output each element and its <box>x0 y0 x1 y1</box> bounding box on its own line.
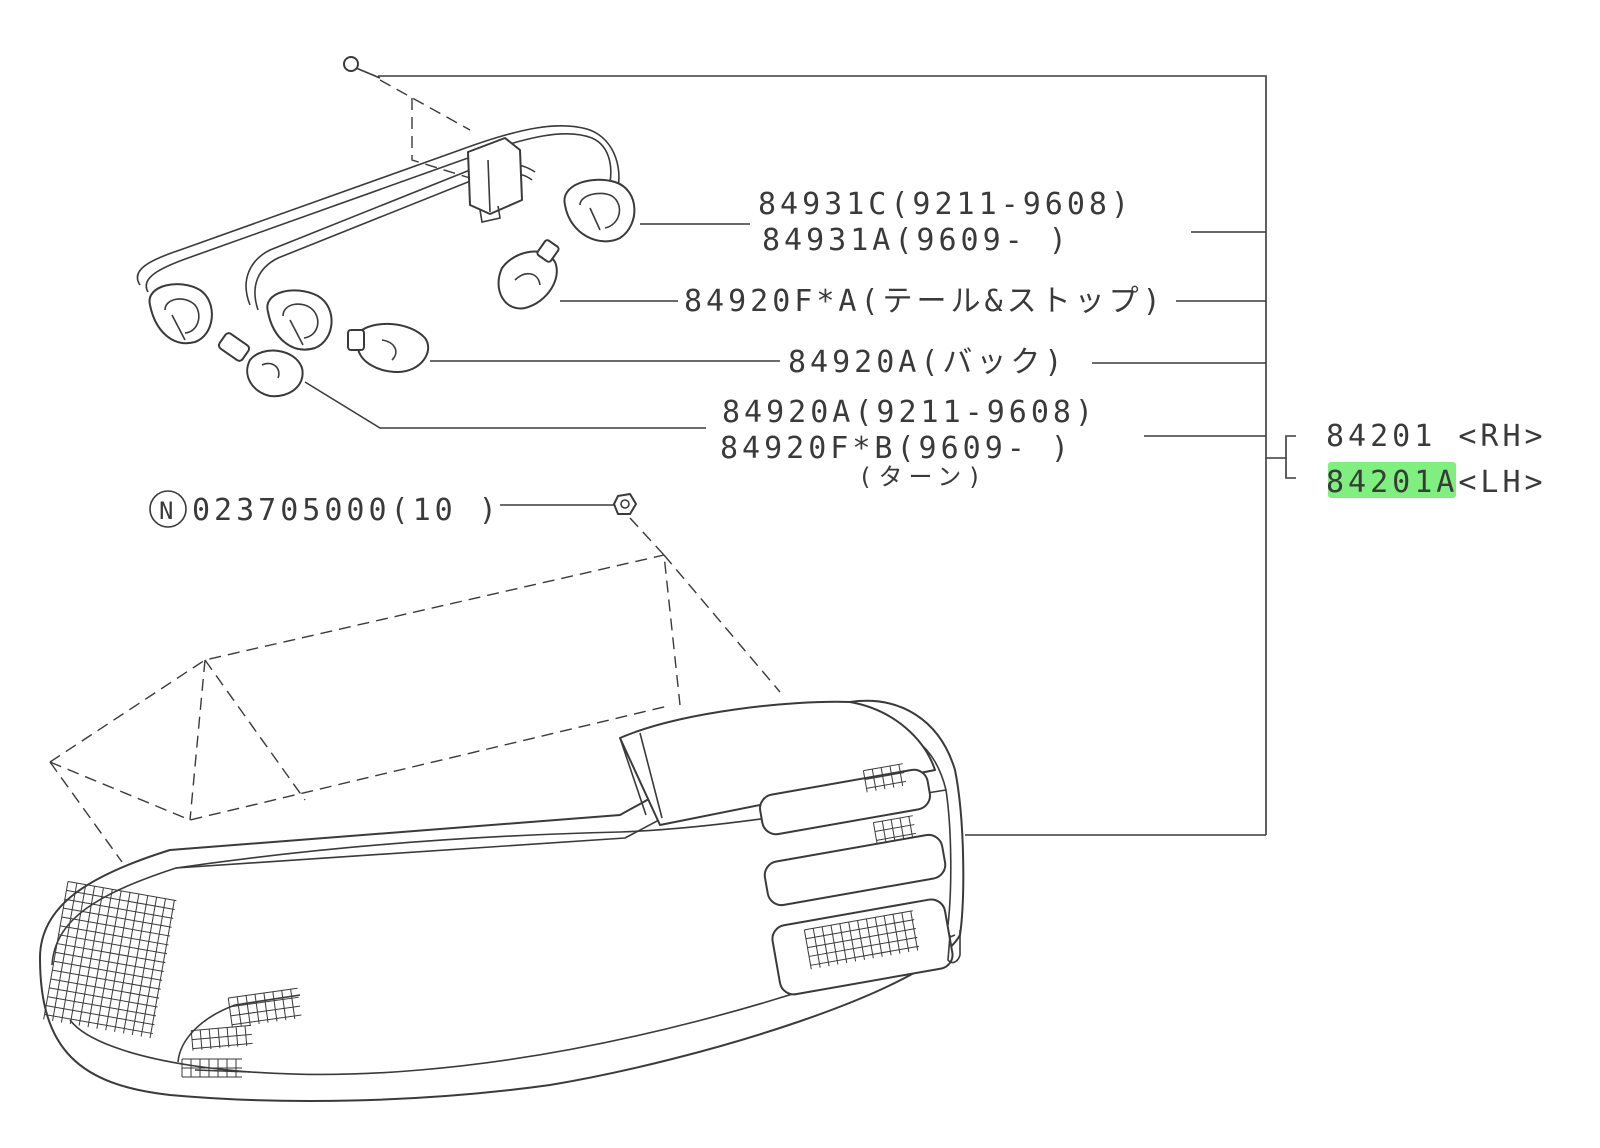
mesh-patch <box>862 763 906 793</box>
bulb-turn-icon <box>217 332 304 398</box>
socket-left-icon <box>148 283 213 345</box>
n-circle-icon <box>149 490 187 528</box>
label-nut-prefix: N <box>159 497 173 525</box>
socket-middle-icon <box>266 289 333 351</box>
mesh-patch <box>872 815 916 845</box>
bulb-back-icon <box>347 322 430 373</box>
reflector-slot-middle <box>763 833 947 907</box>
label-assy-rh: 84201 <RH> <box>1326 419 1547 454</box>
connector-icon <box>467 137 523 215</box>
mesh-patch <box>227 987 302 1028</box>
mesh-patch <box>43 881 177 1039</box>
lh-highlight <box>1328 462 1456 498</box>
label-nut: 023705000(10 ) <box>192 493 501 528</box>
label-bulb-turn-early: 84920A(9211-9608) <box>722 395 1097 430</box>
tail-lamp-assembly <box>39 554 965 1102</box>
leader-lines <box>304 75 1296 836</box>
wire-harness <box>136 56 620 311</box>
part-number-labels: 84931C(9211-9608) 84931A(9609- ) 84920F*… <box>159 187 1547 528</box>
bulb-tail-stop-icon <box>497 239 560 310</box>
mesh-patch <box>803 910 920 970</box>
label-bulb-back: 84920A(バック) <box>788 345 1067 380</box>
socket-upper-icon <box>563 178 636 243</box>
label-assy-lh: 84201A<LH> <box>1326 465 1547 500</box>
mesh-patch <box>181 1058 242 1078</box>
label-socket-a: 84931A(9609- ) <box>762 223 1071 258</box>
nut-icon <box>613 493 637 515</box>
bulb-sockets <box>148 178 636 351</box>
label-bulb-tail-stop: 84920F*A(テール&ストップ) <box>684 284 1165 319</box>
label-socket-c: 84931C(9211-9608) <box>758 187 1133 222</box>
bulbs <box>217 239 560 398</box>
label-bulb-turn-late: 84920F*B(9609- ) <box>720 431 1073 466</box>
label-bulb-turn-note: (ターン) <box>858 463 988 491</box>
reflector-slot-upper <box>759 768 931 836</box>
screw-icon <box>343 56 359 72</box>
